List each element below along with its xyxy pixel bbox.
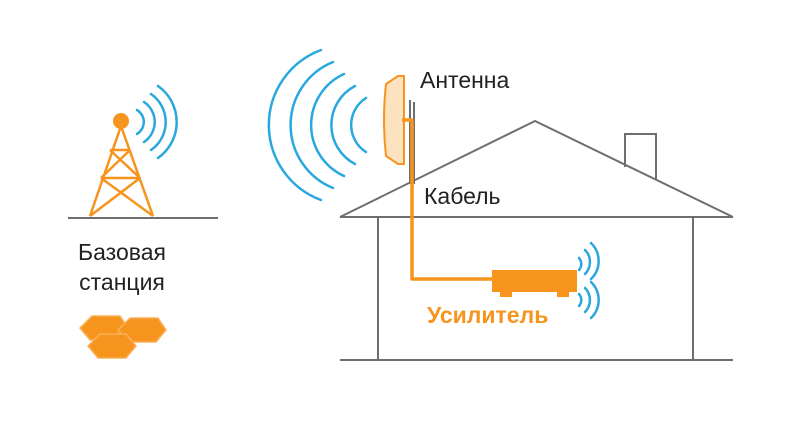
base-station: Базовая станция bbox=[68, 84, 218, 359]
base-station-label-line2: станция bbox=[79, 269, 165, 295]
cable-line bbox=[402, 118, 492, 281]
base-station-label-line1: Базовая bbox=[78, 239, 166, 265]
antenna-signal-waves-icon bbox=[267, 48, 368, 202]
antenna-panel-icon bbox=[383, 75, 405, 165]
tower-icon bbox=[88, 113, 155, 218]
roof bbox=[339, 119, 734, 218]
cable-label: Кабель bbox=[424, 183, 501, 209]
amplifier-device-icon bbox=[492, 270, 577, 292]
amplifier: Усилитель bbox=[427, 241, 600, 328]
cells-icon bbox=[78, 315, 167, 359]
chimney bbox=[624, 133, 657, 180]
house bbox=[339, 119, 734, 361]
tower-signal-waves-icon bbox=[135, 84, 178, 160]
antenna-label: Антенна bbox=[420, 67, 510, 93]
amplifier-signal-waves-icon bbox=[577, 241, 600, 320]
amplifier-label: Усилитель bbox=[427, 302, 548, 328]
antenna: Антенна bbox=[267, 48, 510, 202]
